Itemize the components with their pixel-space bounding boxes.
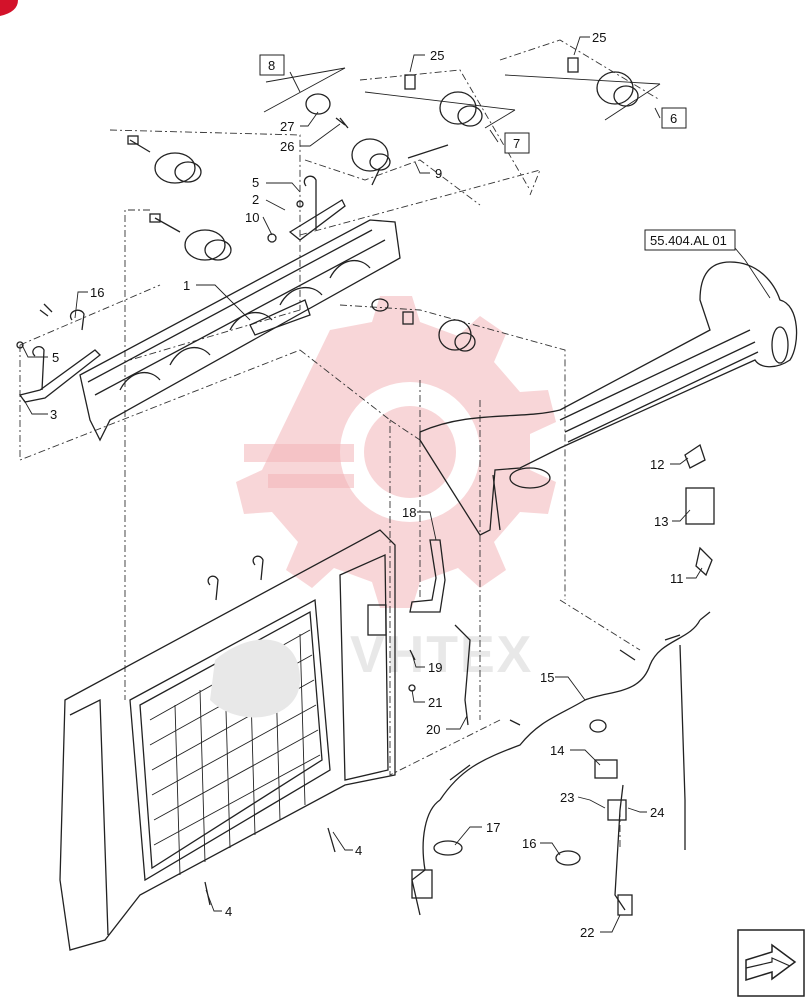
callout-7-box [504, 132, 530, 154]
lamp-socket-d [404, 74, 483, 127]
callout-21: 21 [428, 695, 442, 710]
nut [16, 341, 24, 349]
callout-25b: 25 [592, 30, 606, 45]
callout-6: 6 [670, 111, 677, 126]
watermark-text: VHTEX [350, 626, 533, 684]
callout-15: 15 [540, 670, 554, 685]
support-bracket [409, 539, 446, 613]
grille-mesh [149, 629, 321, 876]
bulb [335, 117, 349, 129]
callout-20: 20 [426, 722, 440, 737]
callout-23: 23 [560, 790, 574, 805]
callout-1: 1 [183, 278, 190, 293]
callout-5b: 5 [252, 175, 259, 190]
bolt [39, 303, 53, 317]
callout-12: 12 [650, 457, 664, 472]
lamp-socket-f [371, 298, 476, 352]
callout-16b: 16 [522, 836, 536, 851]
callout-9: 9 [435, 166, 442, 181]
callouts: 1 2 3 4 4 5 5 6 7 8 9 10 11 12 13 14 15 … [50, 30, 687, 940]
watermark-logo [236, 296, 556, 608]
callout-4b: 4 [225, 904, 232, 919]
callout-19: 19 [428, 660, 442, 675]
callout-13: 13 [654, 514, 668, 529]
callout-3: 3 [50, 407, 57, 422]
screw [407, 144, 449, 159]
lamp-socket-a [127, 135, 202, 184]
callout-27: 27 [280, 119, 294, 134]
assembly-lines [19, 39, 661, 850]
callout-4a: 4 [355, 843, 362, 858]
callout-16a: 16 [90, 285, 104, 300]
lamp-bracket [288, 199, 346, 241]
callout-11: 11 [670, 571, 684, 586]
mount-plate [367, 604, 387, 636]
leader-lines [21, 36, 771, 933]
callout-26: 26 [280, 139, 294, 154]
callout-25a: 25 [430, 48, 444, 63]
callout-5a: 5 [52, 350, 59, 365]
wire-harness [411, 443, 715, 916]
callout-24: 24 [650, 805, 664, 820]
lamp-socket-c [351, 138, 391, 186]
nut-2 [296, 200, 304, 208]
hood-panel [419, 261, 798, 536]
eyebolt [32, 346, 45, 391]
eye-clamp [303, 175, 317, 230]
bracket-bar [79, 219, 401, 442]
grille-frame [59, 529, 396, 951]
callout-18: 18 [402, 505, 416, 520]
callout-6-box [661, 107, 687, 129]
callout-22: 22 [580, 925, 594, 940]
callout-14: 14 [550, 743, 564, 758]
callout-10: 10 [245, 210, 259, 225]
bolts-4 [204, 827, 336, 906]
next-page-arrow-icon[interactable] [737, 929, 805, 997]
callout-17: 17 [486, 820, 500, 835]
lens-cover [305, 93, 331, 115]
lift-hooks [207, 555, 264, 601]
callout-8: 8 [268, 58, 275, 73]
reference-label: 55.404.AL 01 [650, 233, 727, 248]
mount-bracket [18, 349, 101, 403]
reference-callout: 55.404.AL 01 [644, 229, 736, 251]
corner-marker [0, 0, 18, 16]
callout-8-box [259, 54, 285, 76]
nut-10 [267, 233, 277, 243]
lamp-socket-b [149, 213, 232, 261]
callout-2: 2 [252, 192, 259, 207]
rod [454, 624, 471, 726]
callout-7: 7 [513, 136, 520, 151]
